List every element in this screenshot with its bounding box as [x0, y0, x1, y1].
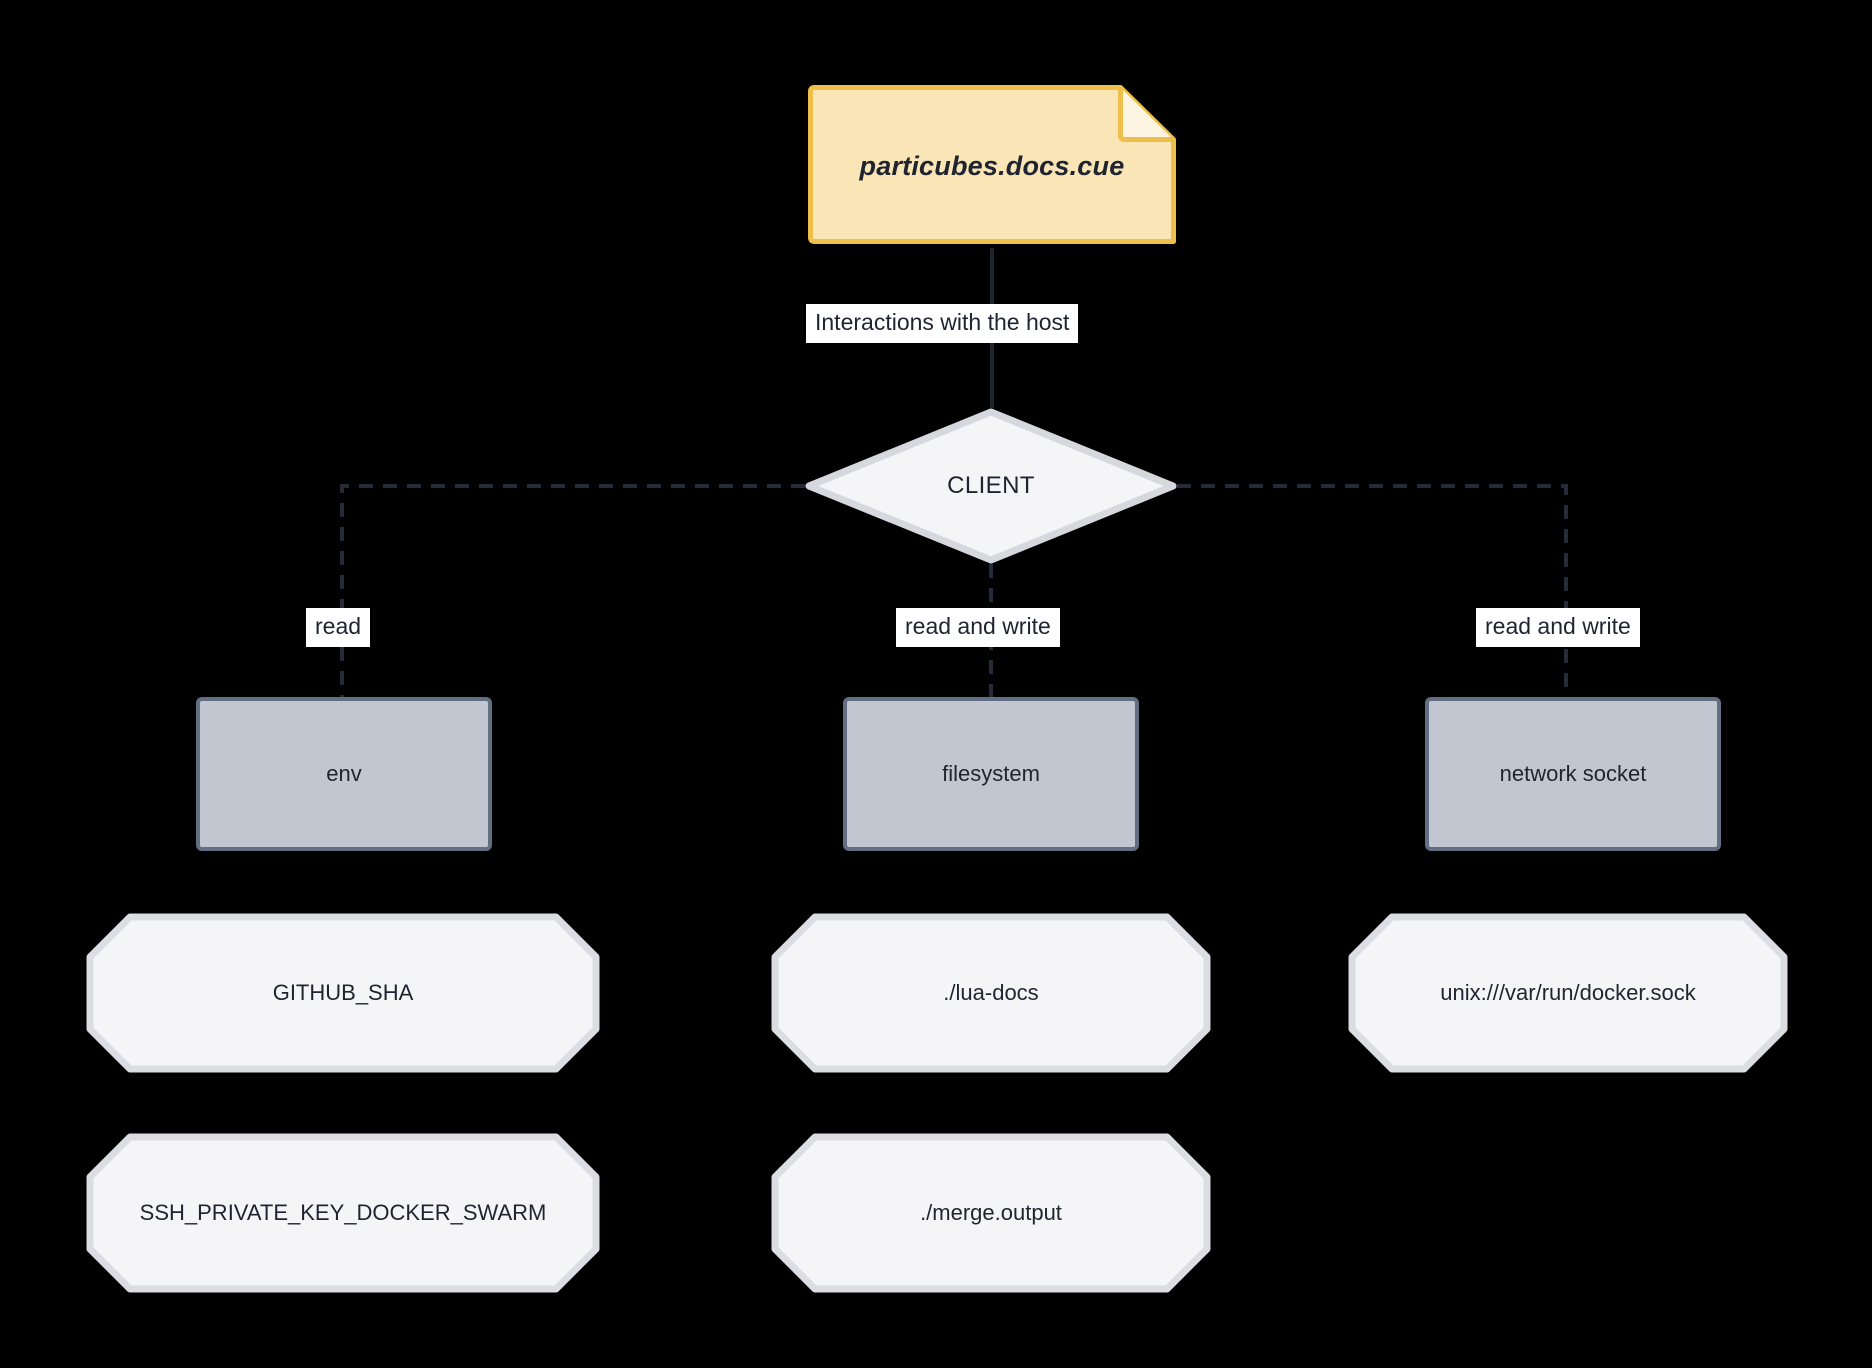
- octagon-shape-icon: [1348, 913, 1788, 1073]
- env-label: env: [326, 761, 362, 786]
- edge-label-read-and-write-socket: read and write: [1476, 608, 1640, 647]
- node-particubes-docs-cue[interactable]: particubes.docs.cue: [808, 85, 1176, 248]
- octagon-shape-icon: [86, 913, 600, 1073]
- node-lua-docs[interactable]: ./lua-docs: [771, 913, 1211, 1073]
- edge-label-read: read: [306, 608, 371, 647]
- filesystem-label: filesystem: [942, 761, 1040, 786]
- node-ssh-private-key-docker-swarm[interactable]: SSH_PRIVATE_KEY_DOCKER_SWARM: [86, 1133, 600, 1293]
- edge-label-interactions-with-the-host: Interactions with the host: [806, 304, 1079, 343]
- edge-label-read-and-write-filesystem: read and write: [896, 608, 1060, 647]
- node-merge-output[interactable]: ./merge.output: [771, 1133, 1211, 1293]
- network-socket-label: network socket: [1499, 761, 1647, 786]
- diamond-shape-icon: [805, 408, 1177, 564]
- octagon-shape-icon: [771, 913, 1211, 1073]
- octagon-shape-icon: [771, 1133, 1211, 1293]
- client-label: CLIENT: [947, 472, 1035, 499]
- github-sha-label: GITHUB_SHA: [272, 980, 414, 1005]
- node-docker-sock[interactable]: unix:///var/run/docker.sock: [1348, 913, 1788, 1073]
- octagon-shape-icon: [86, 1133, 600, 1293]
- edge-client-to-socket: [1177, 484, 1568, 697]
- lua-docs-label: ./lua-docs: [943, 980, 1039, 1005]
- node-filesystem[interactable]: filesystem: [843, 697, 1139, 851]
- node-github-sha[interactable]: GITHUB_SHA: [86, 913, 600, 1073]
- node-client[interactable]: CLIENT: [805, 408, 1177, 564]
- merge-output-label: ./merge.output: [920, 1200, 1062, 1225]
- note-label: particubes.docs.cue: [859, 151, 1125, 181]
- docker-sock-label: unix:///var/run/docker.sock: [1440, 980, 1696, 1005]
- note-shape-icon: [808, 85, 1176, 244]
- ssh-key-label: SSH_PRIVATE_KEY_DOCKER_SWARM: [139, 1200, 547, 1225]
- node-network-socket[interactable]: network socket: [1425, 697, 1721, 851]
- edge-client-to-env: [340, 484, 805, 697]
- node-env[interactable]: env: [196, 697, 492, 851]
